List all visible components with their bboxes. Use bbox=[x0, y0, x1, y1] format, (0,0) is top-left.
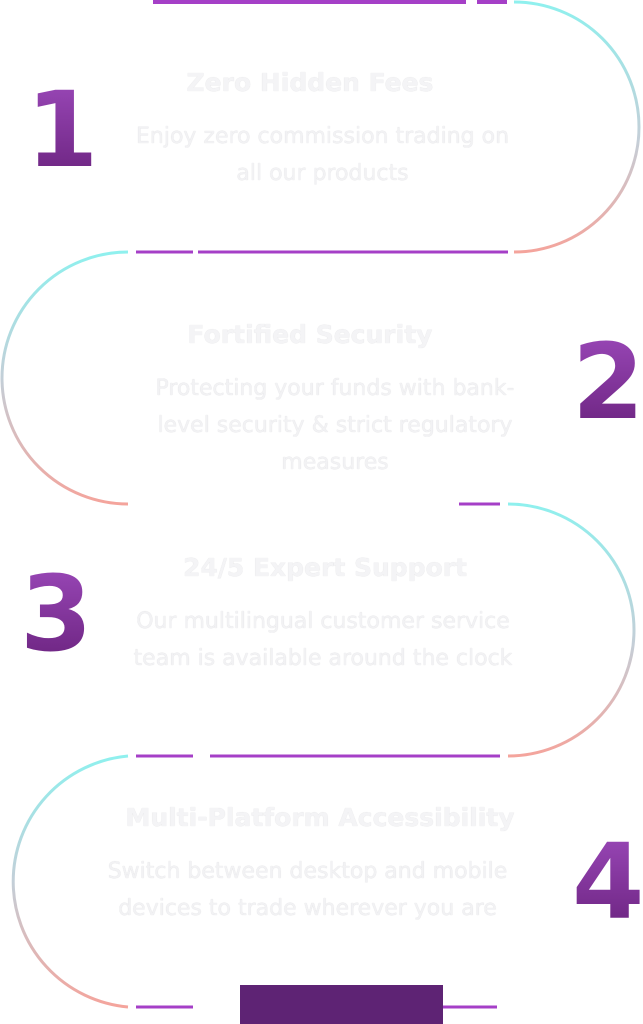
step-title-2: Fortified Security bbox=[187, 320, 433, 349]
step-description-2: Protecting your funds with bank-level se… bbox=[155, 376, 515, 475]
step-number-4: 4 bbox=[572, 821, 643, 943]
step-number-2: 2 bbox=[572, 321, 643, 443]
step-number-3: 3 bbox=[20, 553, 93, 675]
step-description-3: Our multilingual customer service team i… bbox=[133, 609, 513, 671]
step-title-1: Zero Hidden Fees bbox=[186, 68, 434, 97]
path-curve-right-1 bbox=[513, 0, 641, 254]
step-description-1: Enjoy zero commission trading on all our… bbox=[135, 124, 510, 186]
bottom-cta-button[interactable] bbox=[240, 985, 443, 1024]
path-curve-left-1 bbox=[0, 250, 129, 506]
step-description-4: Switch between desktop and mobile device… bbox=[107, 859, 508, 921]
path-curve-left-2 bbox=[11, 754, 129, 1009]
step-title-3: 24/5 Expert Support bbox=[182, 553, 468, 582]
step-title-4: Multi-Platform Accessibility bbox=[125, 803, 515, 832]
step-number-1: 1 bbox=[26, 69, 99, 191]
path-curve-right-2 bbox=[507, 502, 636, 758]
